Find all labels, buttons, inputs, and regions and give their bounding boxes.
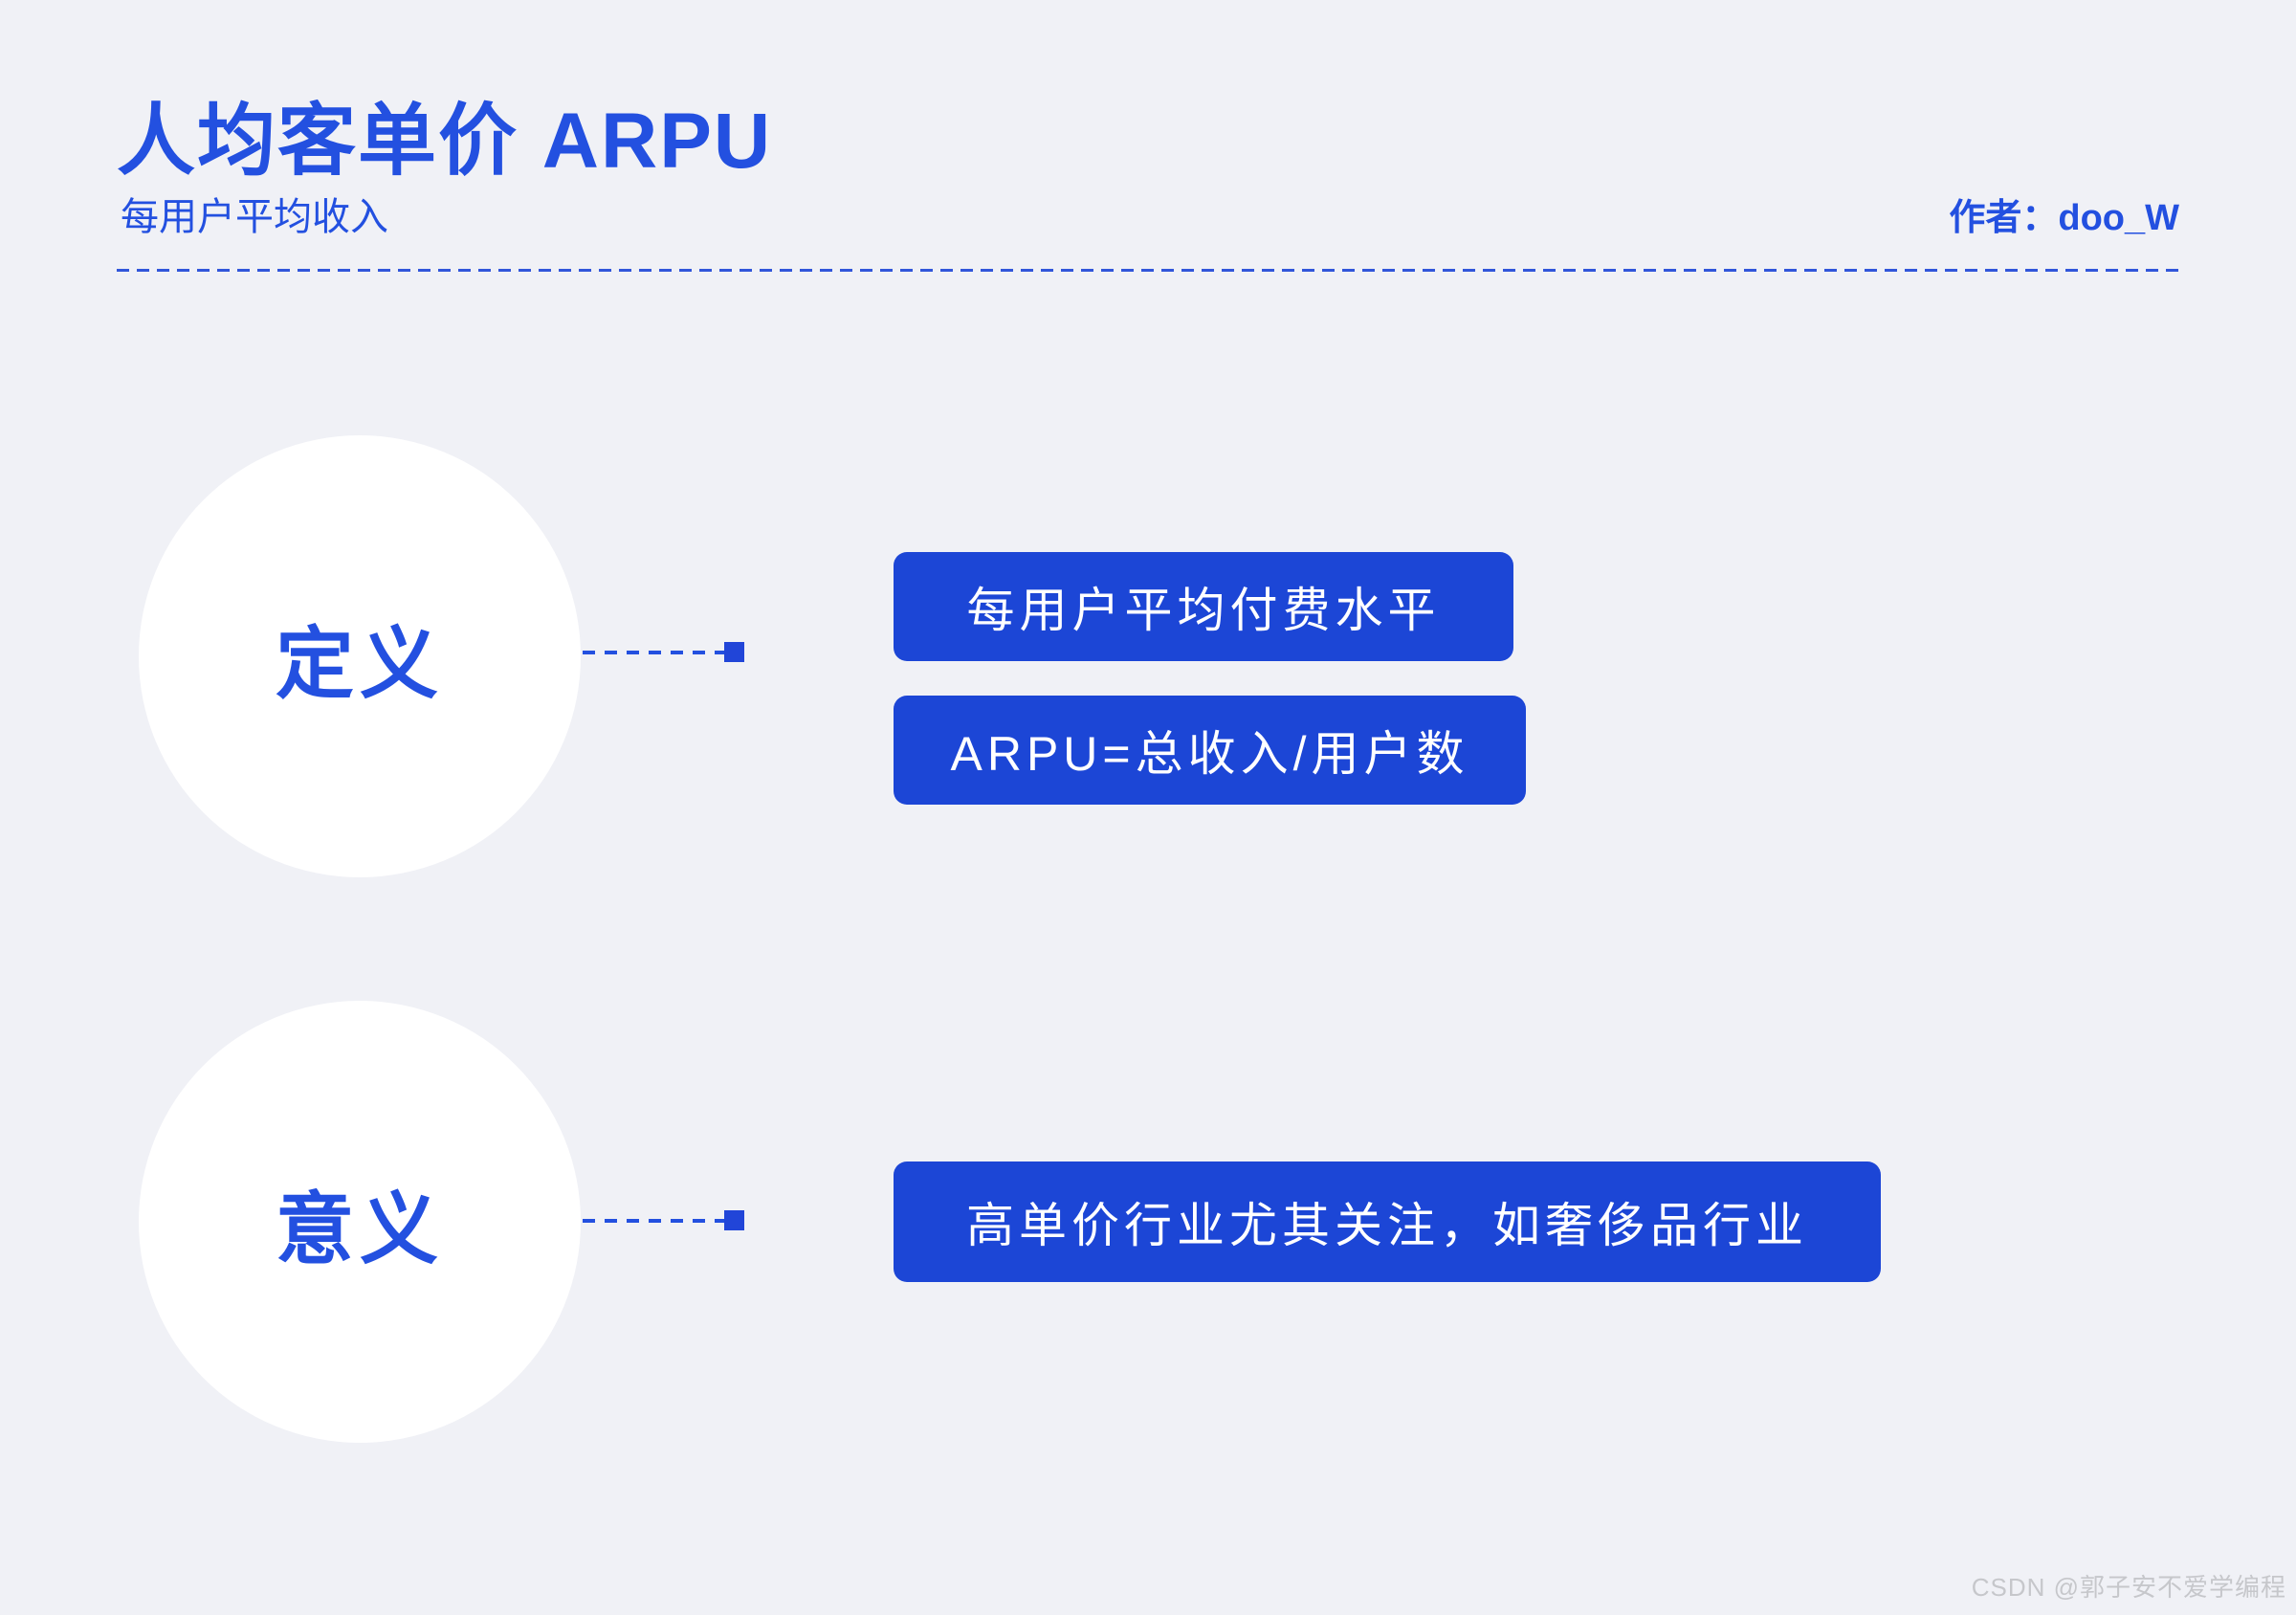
page-title: 人均客单价 ARPU [117, 98, 773, 185]
definition-box-2: ARPU=总收入/用户数 [894, 696, 1526, 805]
definition-connector-endpoint-icon [724, 642, 744, 662]
definition-circle: 定义 [139, 435, 581, 877]
significance-box-1: 高单价行业尤其关注，如奢侈品行业 [894, 1161, 1881, 1282]
watermark: CSDN @郭子安不爱学编程 [1971, 1573, 2286, 1602]
significance-circle-label: 意义 [275, 1185, 444, 1273]
significance-connector-line [583, 1219, 726, 1223]
significance-circle: 意义 [139, 1001, 581, 1443]
significance-connector-endpoint-icon [724, 1210, 744, 1230]
definition-circle-label: 定义 [275, 620, 444, 708]
author-credit: 作者：doo_W [1949, 198, 2179, 238]
definition-connector-line [583, 651, 726, 654]
definition-box-1: 每用户平均付费水平 [894, 552, 1513, 661]
dashed-divider [117, 269, 2179, 272]
page-subtitle: 每用户平均收入 [121, 196, 388, 238]
